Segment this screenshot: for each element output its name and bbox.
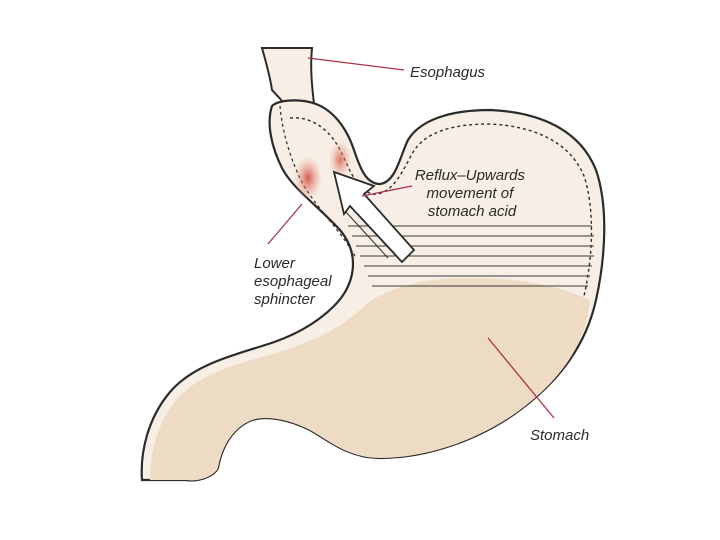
- sphincter-label-line-3: sphincter: [254, 291, 316, 308]
- sphincter-label-line-1: Lower: [254, 255, 296, 272]
- reflux-label: Reflux–Upwards movement of stomach acid: [415, 167, 529, 220]
- reflux-label-line-2: movement of: [427, 185, 516, 202]
- reflux-label-line-3: stomach acid: [428, 203, 517, 220]
- esophagus-tube: [262, 48, 314, 104]
- esophagus-leader: [308, 58, 404, 70]
- stomach-contents: [150, 278, 590, 480]
- sphincter-label: Lower esophageal sphincter: [254, 255, 336, 308]
- sphincter-label-line-2: esophageal: [254, 273, 332, 290]
- stomach-body: [142, 48, 605, 480]
- irritation-left: [294, 156, 322, 200]
- sphincter-leader: [268, 204, 302, 244]
- esophagus-label: Esophagus: [410, 64, 486, 81]
- stomach-label: Stomach: [530, 427, 589, 444]
- reflux-label-line-1: Reflux–Upwards: [415, 167, 526, 184]
